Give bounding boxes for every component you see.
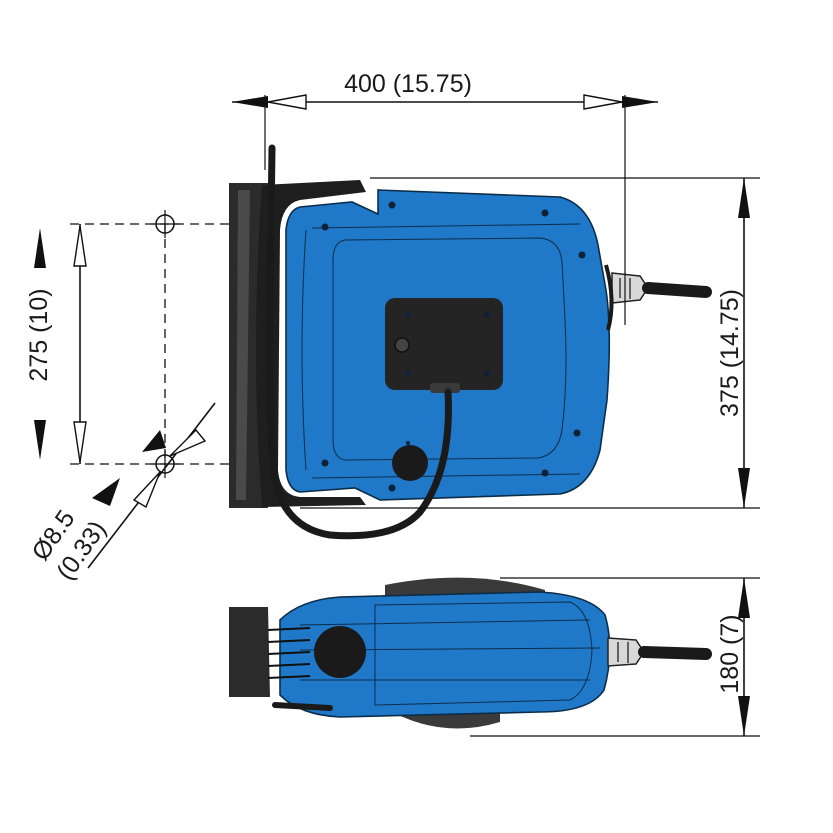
control-knob [394, 337, 410, 353]
height-label: 375 (14.75) [716, 289, 744, 417]
mount-spacing-label: 275 (10) [25, 288, 53, 381]
side-view [229, 577, 712, 729]
side-cable-gland [607, 637, 645, 667]
front-view [151, 144, 712, 540]
power-cable [642, 282, 712, 298]
depth-label: 180 (7) [716, 614, 744, 693]
dimension-depth: 180 (7) [470, 577, 760, 737]
dimension-mount-spacing: 275 (10) [25, 223, 230, 465]
side-wall-bracket [229, 607, 270, 697]
side-hose-outlet [314, 626, 366, 678]
control-box [385, 298, 503, 390]
dimension-hole-diameter: Ø8.5 (0.33) [26, 402, 216, 585]
dimension-height: 375 (14.75) [300, 177, 760, 509]
reel-cable [266, 144, 452, 540]
width-label: 400 (15.75) [344, 70, 472, 98]
dimension-width: 400 (15.75) [232, 70, 658, 325]
hose-outlet [392, 445, 428, 481]
reel-front-panel [332, 237, 567, 461]
rear-housing [256, 180, 366, 507]
side-power-cable [638, 646, 712, 660]
